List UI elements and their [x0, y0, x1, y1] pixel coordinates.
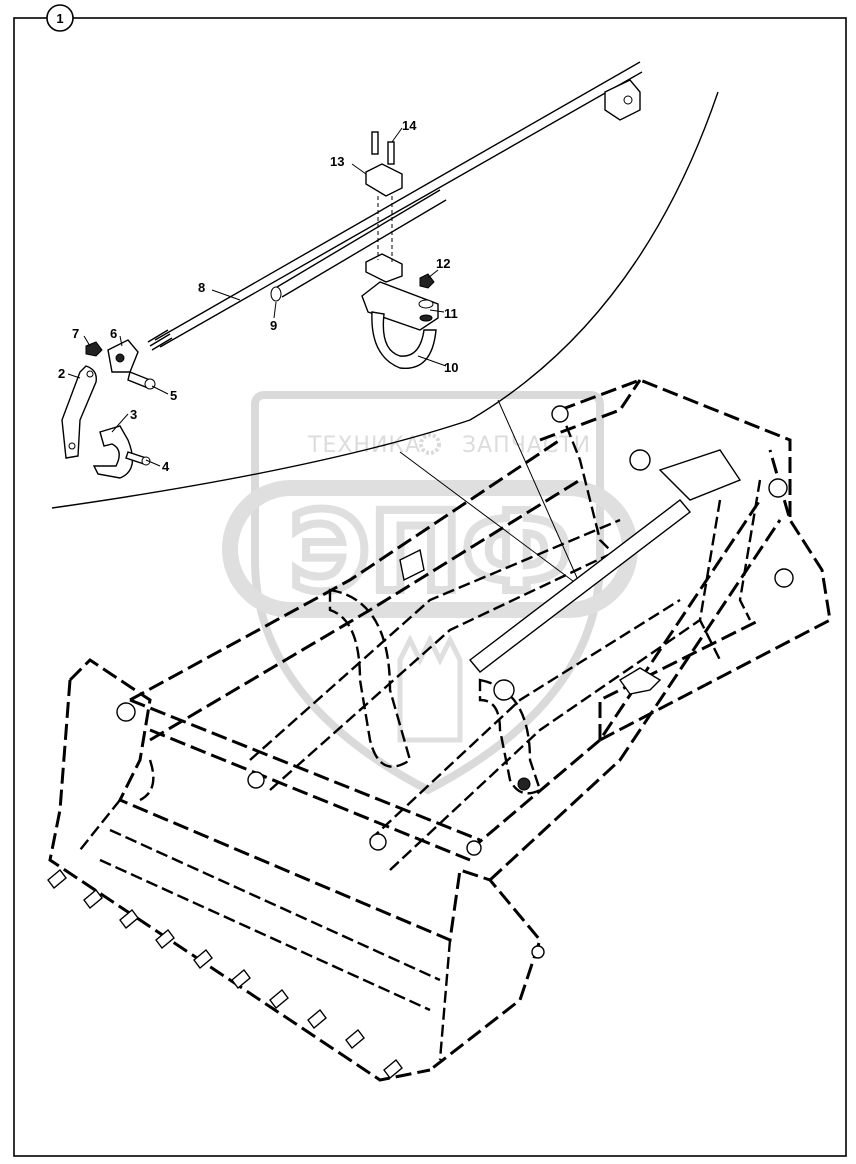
- callout-14: 14: [402, 118, 417, 133]
- diagram-border: [13, 17, 847, 1157]
- callout-9: 9: [270, 318, 277, 333]
- clamp-block-part-13: [365, 163, 403, 197]
- bolt-part-4: [125, 451, 151, 466]
- detail-boundary-arc: [51, 91, 719, 509]
- callout-5: 5: [170, 388, 177, 403]
- callout-leaders: [67, 127, 447, 467]
- callout-7: 7: [72, 326, 79, 341]
- watermark-logo: ЭПФ: [289, 488, 571, 616]
- clamp-block-lower: [365, 253, 403, 283]
- gear-icon: [419, 433, 441, 455]
- lever-part-2: [61, 365, 97, 459]
- callout-labels: 2 3 4 5 6 7 8 9 10 11 12 13 14: [58, 118, 458, 474]
- callout-4: 4: [162, 459, 170, 474]
- rod-part-8: [147, 61, 643, 351]
- callout-11: 11: [444, 306, 458, 321]
- clevis-part-6: [107, 339, 139, 373]
- bolt-part-5: [127, 371, 156, 390]
- callout-8: 8: [198, 280, 205, 295]
- view-number-label: 1: [56, 11, 63, 26]
- callout-10: 10: [444, 360, 458, 375]
- washer-part-11: [418, 299, 434, 322]
- callout-12: 12: [436, 256, 450, 271]
- tube-part-9: [270, 189, 447, 302]
- watermark-left-word: ТЕХНИКА: [307, 433, 421, 458]
- bracket-part-10: [361, 281, 439, 370]
- view-number-badge: 1: [46, 4, 74, 32]
- callout-3: 3: [130, 407, 137, 422]
- callout-13: 13: [330, 154, 344, 169]
- callout-2: 2: [58, 366, 65, 381]
- callout-6: 6: [110, 326, 117, 341]
- bucket-teeth: [47, 868, 403, 1080]
- nut-part-12: [419, 273, 435, 289]
- loader-assembly: [47, 378, 832, 1082]
- detail-leader-1: [399, 451, 586, 591]
- watermark-right-word: ЗАПЧАСТИ: [462, 433, 591, 458]
- screw-part-14: [371, 131, 395, 262]
- clamp-part-3: [92, 425, 134, 479]
- detail-leader-2: [497, 399, 579, 581]
- rod-end-bracket: [604, 79, 641, 121]
